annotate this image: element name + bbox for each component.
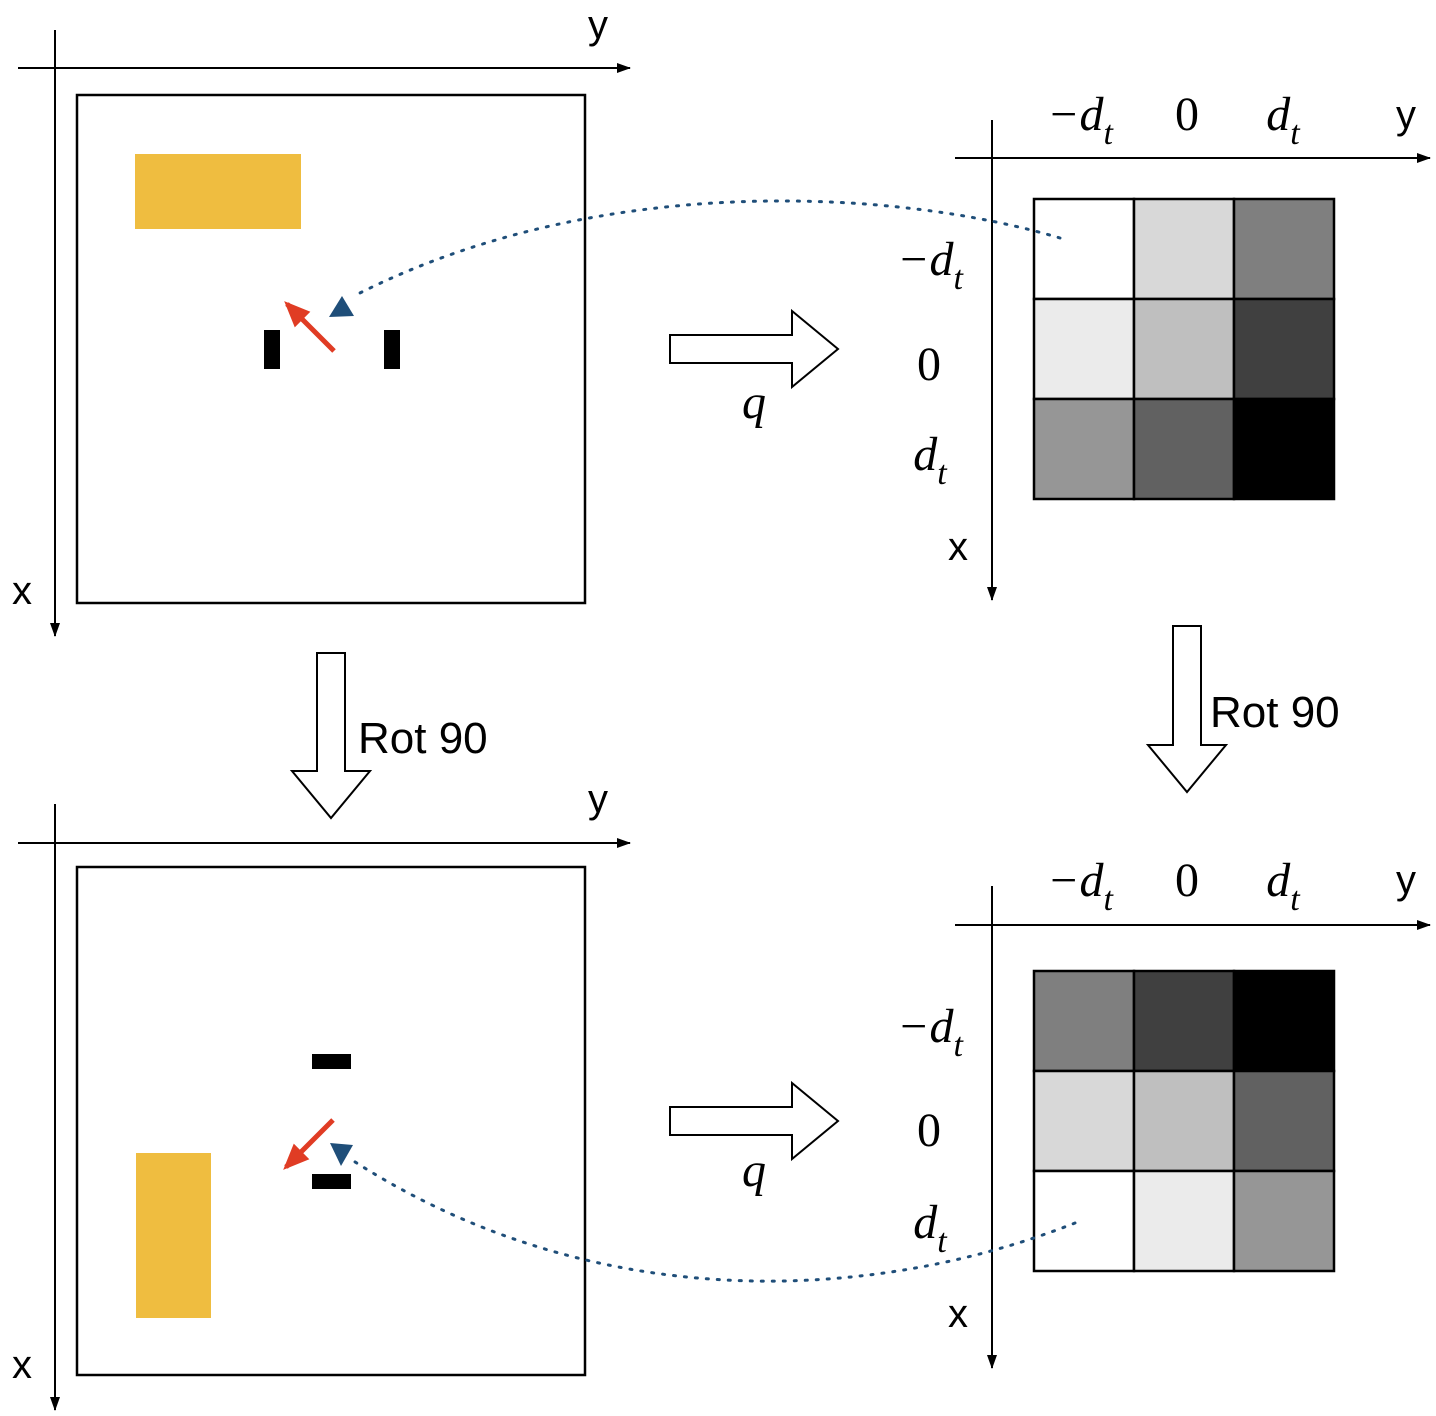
row-labels: −dt 0 dt — [897, 1000, 964, 1260]
grid-cell-r1-c1 — [1132, 1069, 1236, 1173]
row-label-zero: 0 — [917, 1104, 941, 1157]
row-label-pos: dt — [913, 1196, 948, 1260]
bottom-right-panel: y x −dt 0 dt −dt 0 dt — [897, 854, 1431, 1369]
row-label-neg: −dt — [897, 1000, 964, 1064]
top-right-panel: y x −dt 0 dt −dt 0 dt — [897, 88, 1431, 601]
col-label-zero: 0 — [1175, 88, 1199, 141]
grid-cell-r2-c1 — [1132, 1169, 1236, 1273]
row-labels: −dt 0 dt — [897, 233, 964, 492]
grid-cell-r0-c2 — [1232, 969, 1336, 1073]
map-arrow-bottom — [669, 1080, 840, 1162]
grid-cell-r2-c1 — [1132, 397, 1236, 501]
grid-cell-r0-c2 — [1232, 197, 1336, 301]
row-label-pos: dt — [913, 428, 948, 492]
rotate-arrow-left — [289, 652, 373, 820]
dotted-link-top — [352, 199, 1062, 298]
y-axis-label: y — [588, 777, 608, 821]
column-labels: −dt 0 dt — [1047, 854, 1301, 918]
wall-top — [312, 1054, 351, 1069]
row-label-zero: 0 — [917, 338, 941, 391]
target-marker — [330, 1143, 353, 1166]
map-arrow-label-top: q — [742, 376, 766, 429]
col-label-pos: dt — [1266, 88, 1301, 152]
column-labels: −dt 0 dt — [1047, 88, 1301, 152]
x-axis-label: x — [948, 1292, 968, 1336]
wall-left — [264, 330, 280, 369]
value-grid — [1032, 197, 1336, 501]
rotate-label-right: Rot 90 — [1210, 688, 1340, 737]
x-axis-label: x — [948, 525, 968, 569]
row-label-neg: −dt — [897, 233, 964, 297]
y-axis-label: y — [1396, 93, 1416, 137]
grid-cell-r2-c0 — [1032, 397, 1136, 501]
grid-cell-r0-c0 — [1032, 197, 1136, 301]
environment-frame — [75, 93, 587, 605]
map-arrow-top — [669, 308, 840, 390]
wall-bottom — [312, 1174, 351, 1189]
rotate-label-left: Rot 90 — [358, 714, 488, 763]
col-label-neg: −dt — [1047, 854, 1114, 918]
grid-cell-r0-c1 — [1132, 197, 1236, 301]
object-rectangle — [135, 154, 301, 229]
grid-cell-r1-c0 — [1032, 1069, 1136, 1173]
col-label-pos: dt — [1266, 854, 1301, 918]
agent-arrow — [284, 301, 336, 353]
grid-cell-r1-c2 — [1232, 297, 1336, 401]
map-arrow-label-bottom: q — [742, 1144, 766, 1197]
wall-right — [384, 330, 400, 369]
bottom-left-panel: y x — [12, 777, 631, 1411]
value-grid — [1032, 969, 1336, 1273]
grid-cell-r2-c2 — [1232, 397, 1336, 501]
dotted-link-bottom — [350, 1158, 1077, 1283]
x-axis-label: x — [12, 1343, 32, 1387]
environment-frame — [75, 865, 587, 1377]
target-marker — [329, 296, 354, 317]
y-axis-label: y — [588, 3, 608, 47]
grid-cell-r2-c0 — [1032, 1169, 1136, 1273]
top-left-panel: y x — [12, 3, 631, 637]
grid-cell-r1-c0 — [1032, 297, 1136, 401]
col-label-zero: 0 — [1175, 854, 1199, 907]
col-label-neg: −dt — [1047, 88, 1114, 152]
object-rectangle — [136, 1153, 211, 1318]
grid-cell-r2-c2 — [1232, 1169, 1336, 1273]
grid-cell-r1-c2 — [1232, 1069, 1336, 1173]
grid-cell-r0-c1 — [1132, 969, 1236, 1073]
x-axis-label: x — [12, 569, 32, 613]
grid-cell-r1-c1 — [1132, 297, 1236, 401]
grid-cell-r0-c0 — [1032, 969, 1136, 1073]
rotate-arrow-right — [1145, 625, 1229, 794]
agent-arrow — [283, 1118, 335, 1170]
y-axis-label: y — [1396, 858, 1416, 902]
